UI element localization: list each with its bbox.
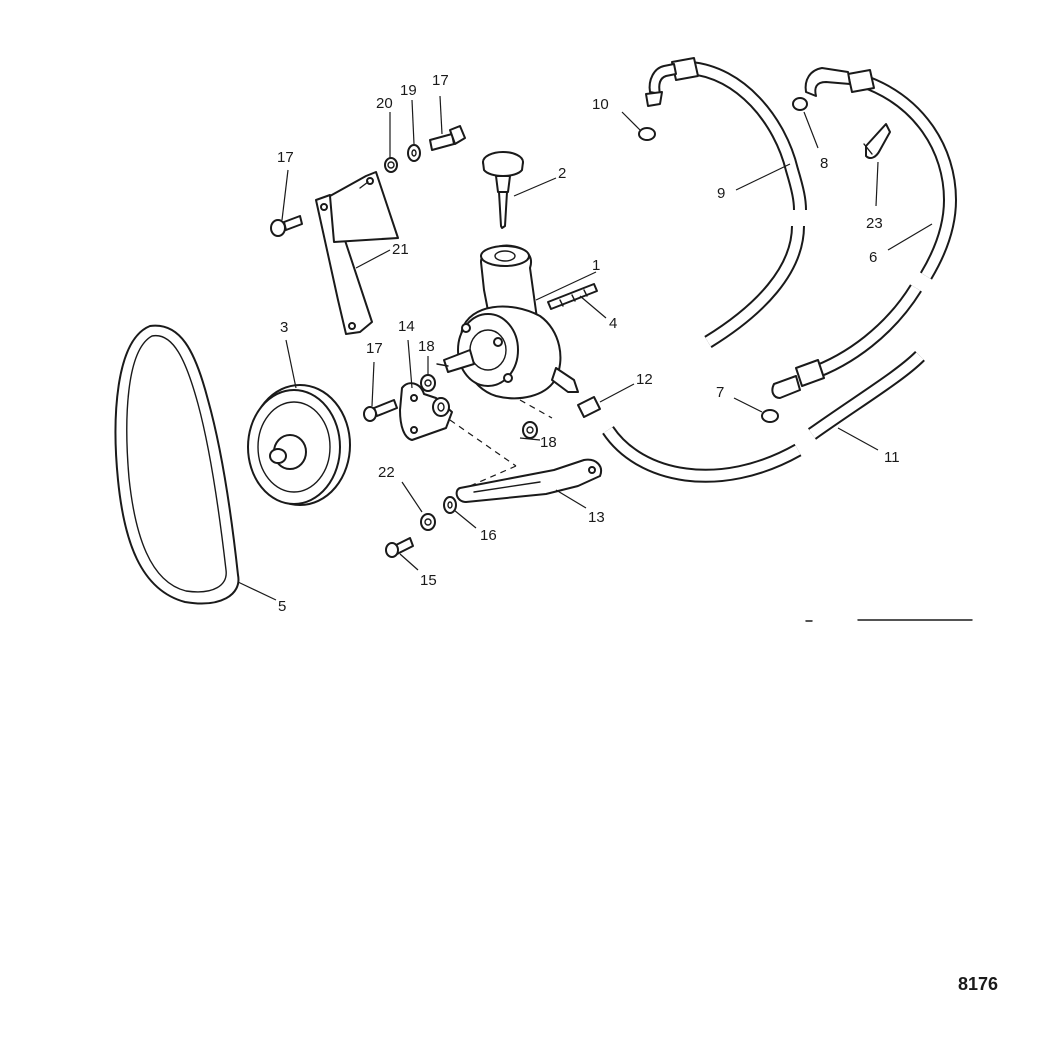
diagram-code: 8176 bbox=[958, 974, 998, 994]
callout-17-left: 17 bbox=[277, 149, 294, 166]
adjusting-arm bbox=[455, 458, 602, 503]
nut-22 bbox=[420, 513, 436, 531]
callout-19: 19 bbox=[400, 82, 417, 99]
washer-19 bbox=[407, 144, 421, 162]
hose-clamp bbox=[863, 123, 891, 159]
callout-14: 14 bbox=[398, 318, 415, 335]
return-hose-upper bbox=[804, 67, 958, 280]
callout-2: 2 bbox=[558, 165, 566, 182]
return-hose-11 bbox=[602, 350, 925, 483]
filler-cap-dipstick bbox=[482, 151, 524, 229]
callout-10: 10 bbox=[592, 96, 609, 113]
callout-23: 23 bbox=[866, 215, 883, 232]
bolt-15 bbox=[385, 537, 414, 558]
callout-21: 21 bbox=[392, 241, 409, 258]
callout-11: 11 bbox=[884, 449, 900, 466]
fitting bbox=[577, 396, 601, 418]
callout-9: 9 bbox=[717, 185, 725, 202]
callout-13: 13 bbox=[588, 509, 605, 526]
pulley bbox=[247, 384, 351, 506]
return-hose-lower bbox=[771, 284, 922, 399]
nut-20 bbox=[384, 157, 398, 173]
callout-6: 6 bbox=[869, 249, 877, 266]
o-ring-8 bbox=[792, 97, 808, 111]
o-ring-7 bbox=[761, 409, 779, 423]
adjusting-bracket bbox=[399, 382, 453, 441]
callout-22: 22 bbox=[378, 464, 395, 481]
bolt-17-top bbox=[429, 125, 466, 151]
callout-17-middle: 17 bbox=[366, 340, 383, 357]
callout-3: 3 bbox=[280, 319, 288, 336]
callout-18-lower: 18 bbox=[540, 434, 557, 451]
stud bbox=[547, 283, 598, 310]
nut-18-upper bbox=[420, 374, 436, 392]
callout-1: 1 bbox=[592, 257, 600, 274]
callout-labels: 1 2 3 4 5 6 7 8 9 10 11 12 13 14 15 16 1… bbox=[277, 72, 900, 615]
callout-18-upper: 18 bbox=[418, 338, 435, 355]
drive-belt bbox=[114, 324, 240, 605]
upper-bracket bbox=[315, 171, 399, 335]
bolt-17-left bbox=[270, 215, 303, 237]
nut-18-lower bbox=[522, 421, 538, 439]
pressure-hose bbox=[645, 57, 807, 348]
callout-20: 20 bbox=[376, 95, 393, 112]
callout-12: 12 bbox=[636, 371, 653, 388]
callout-7: 7 bbox=[716, 384, 724, 401]
leader-lines bbox=[237, 95, 933, 601]
callout-17-top: 17 bbox=[432, 72, 449, 89]
power-steering-pump bbox=[436, 244, 579, 400]
assembly-lines bbox=[449, 399, 553, 487]
callout-15: 15 bbox=[420, 572, 437, 589]
washer-16 bbox=[443, 496, 457, 514]
callout-5: 5 bbox=[278, 598, 286, 615]
callout-16: 16 bbox=[480, 527, 497, 544]
callout-8: 8 bbox=[820, 155, 828, 172]
bolt-17-middle bbox=[363, 399, 398, 422]
edge-mark bbox=[805, 619, 973, 622]
callout-4: 4 bbox=[609, 315, 617, 332]
o-ring-10 bbox=[638, 127, 656, 141]
